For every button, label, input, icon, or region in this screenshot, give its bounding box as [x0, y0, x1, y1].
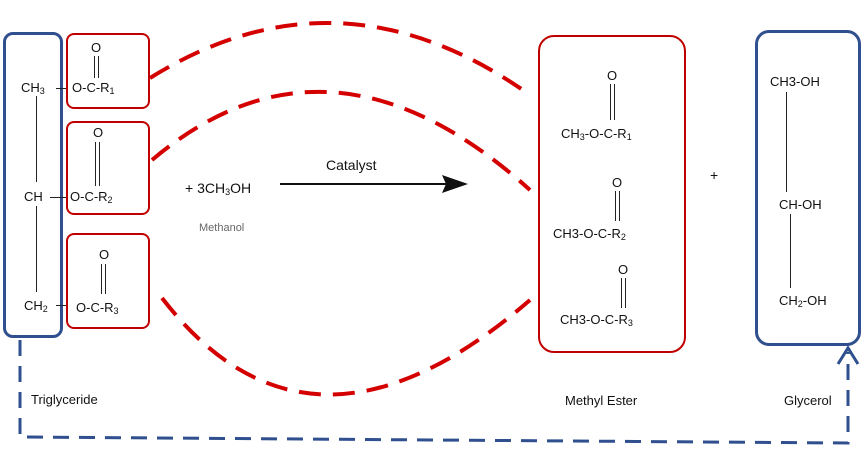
methyl-ester-3-oxygen: O: [618, 262, 629, 277]
recycle-dashed-path: [18, 340, 850, 445]
methyl-ester-1-formula: CH3-O-C-R1: [561, 126, 632, 142]
ester-3-double-bond-b: [105, 264, 106, 294]
top-arc: [148, 20, 532, 97]
methyl-ester-2-oxygen: O: [612, 175, 623, 190]
methyl-ester-1-oxygen: O: [607, 68, 618, 83]
reagent-formula: + 3CH3OH: [185, 180, 252, 197]
backbone-ch2: CH2: [24, 298, 48, 314]
ester-group-box-1: [66, 33, 150, 109]
backbone-ch: CH: [24, 189, 43, 204]
methyl-ester-label: Methyl Ester: [565, 393, 638, 408]
glycerol-bond-upper: [786, 92, 787, 192]
ester-2-formula: O-C-R2: [70, 189, 113, 205]
backbone-bond-upper: [36, 96, 37, 182]
reagent-name: Methanol: [199, 222, 245, 234]
methyl-ester-2-double-bond-b: [619, 191, 620, 221]
ester-3-formula: O-C-R3: [76, 300, 119, 316]
ester-1-double-bond-a: [94, 56, 95, 78]
link-bond-3: [56, 305, 68, 306]
glycerol-box: [755, 30, 861, 346]
plus-sign: +: [710, 167, 719, 183]
ester-3-double-bond-a: [101, 264, 102, 294]
backbone-bond-lower: [36, 206, 37, 292]
methyl-ester-3-formula: CH3-O-C-R3: [560, 312, 633, 328]
ester-1-double-bond-b: [98, 56, 99, 78]
ester-group-box-2: [66, 121, 150, 215]
glycerol-row-2: CH-OH: [779, 197, 822, 212]
glycerol-bond-lower: [790, 214, 791, 288]
ester-2-double-bond-a: [95, 142, 96, 186]
methyl-ester-2-formula: CH3-O-C-R2: [553, 226, 626, 242]
glycerol-row-1: CH3-OH: [770, 74, 820, 89]
methyl-ester-1-double-bond-b: [614, 84, 615, 120]
methyl-ester-3-double-bond-b: [625, 278, 626, 308]
ester-1-formula: O-C-R1: [72, 80, 115, 96]
ester-2-oxygen: O: [93, 125, 104, 140]
methyl-ester-2-double-bond-a: [615, 191, 616, 221]
link-bond-2: [50, 197, 68, 198]
ester-group-box-3: [66, 233, 150, 329]
methyl-ester-1-double-bond-a: [610, 84, 611, 120]
triglyceride-label: Triglyceride: [31, 392, 98, 407]
bottom-arc: [160, 296, 532, 397]
arrow-label-catalyst: Catalyst: [326, 157, 377, 173]
methyl-ester-3-double-bond-a: [621, 278, 622, 308]
triglyceride-backbone-box: [3, 32, 63, 338]
middle-arc: [150, 89, 532, 192]
recycle-arrowhead: [836, 345, 860, 365]
link-bond-1: [56, 88, 68, 89]
ester-1-oxygen: O: [91, 40, 102, 55]
ester-2-double-bond-b: [99, 142, 100, 186]
ester-3-oxygen: O: [99, 247, 110, 262]
glycerol-row-3: CH2-OH: [779, 293, 827, 309]
methyl-ester-box: [538, 35, 686, 353]
glycerol-label: Glycerol: [784, 393, 832, 408]
backbone-ch3: CH3: [21, 80, 45, 96]
reaction-arrowhead: [442, 175, 468, 193]
